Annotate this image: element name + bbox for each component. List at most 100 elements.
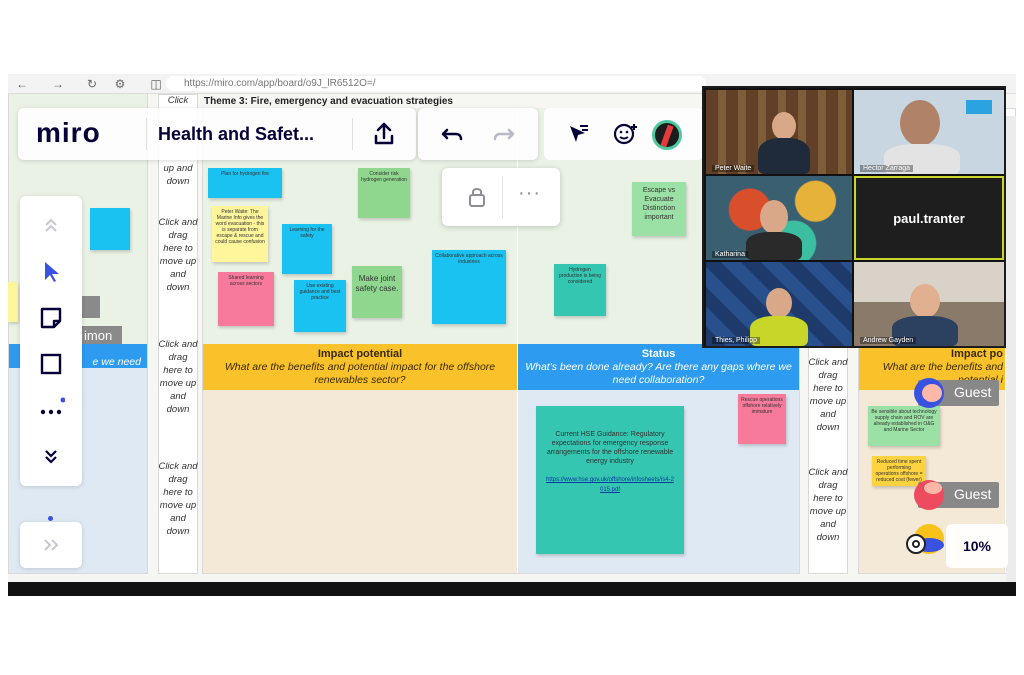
object-action-bar: ··· [442, 168, 560, 226]
sticky-note[interactable]: Reduced time spent performing operations… [872, 456, 926, 486]
hse-guidance-sticky[interactable]: Current HSE Guidance: Regulatory expecta… [536, 406, 684, 554]
miro-logo[interactable]: miro [36, 117, 101, 148]
participant-name-large: paul.tranter [893, 210, 965, 226]
click-drag-label: Click and drag here to move up and down [158, 339, 198, 415]
participant-head [760, 200, 788, 234]
sticky-note[interactable]: Use existing guidance and best practice [294, 280, 346, 332]
chevron-up-icon[interactable] [37, 212, 65, 240]
toolbar-divider [502, 176, 503, 218]
forward-arrow-icon[interactable]: → [52, 77, 64, 91]
status-question: What's been done already? Are there any … [525, 361, 792, 386]
cursor-follow-icon[interactable] [564, 120, 592, 148]
address-bar[interactable]: https://miro.com/app/board/o9J_lR6512O=/ [166, 76, 706, 91]
chevron-right-double-icon [44, 539, 59, 551]
undo-icon[interactable] [438, 120, 466, 148]
participant-name: Andrew Gayden [860, 337, 917, 344]
video-tile[interactable]: Peter Waite [706, 90, 852, 174]
participant-head [900, 100, 940, 146]
notification-dot [48, 516, 53, 521]
miro-left-toolbar [20, 196, 82, 486]
impact-potential-question: What are the benefits and potential impa… [224, 361, 496, 386]
sticky-note[interactable] [90, 208, 130, 250]
expand-panel-button[interactable] [20, 522, 82, 568]
collaboration-toolbar [544, 108, 704, 160]
more-tools-icon[interactable] [37, 396, 65, 424]
participant-body [750, 316, 808, 346]
video-tile[interactable]: Katharina [706, 176, 852, 260]
participant-head [772, 112, 796, 140]
zoom-level-indicator[interactable]: 10% [946, 524, 1008, 568]
miro-top-toolbar: miro Health and Safet... [18, 108, 416, 160]
click-drag-label: up and down [163, 163, 193, 187]
impact-body-area [203, 390, 517, 573]
impact-potential-title: Impact potential [317, 348, 403, 360]
sticky-note[interactable] [8, 282, 18, 322]
left-column-question: e we need [92, 356, 141, 368]
app-icon[interactable]: ◫ [150, 77, 162, 91]
sticky-note[interactable]: Plan for hydrogen fire [208, 168, 282, 198]
sticky-note[interactable]: Hydrogen production is being considered [554, 264, 606, 316]
impact-potential-title-right: Impact po [951, 348, 1003, 360]
scroll-handle-column[interactable] [158, 94, 198, 574]
refresh-icon[interactable]: ↻ [86, 77, 98, 91]
click-drag-label: Click and drag here to move up and down [158, 461, 198, 537]
board-name[interactable]: Health and Safet... [158, 124, 315, 144]
lock-icon[interactable] [464, 184, 490, 210]
upload-share-icon[interactable] [370, 120, 398, 148]
logo-sticker [966, 100, 992, 114]
redo-icon[interactable] [490, 120, 518, 148]
video-tile[interactable]: Hector Zarraga [854, 90, 1004, 174]
cursor-label: imon [80, 326, 122, 348]
rescue-operations-sticky[interactable]: Rescue operations offshore relatively im… [738, 394, 786, 444]
click-drag-label: Click and drag here to move up and down [808, 467, 848, 543]
video-call-panel: Peter Waite Hector Zarraga Katharina pau… [702, 86, 1006, 348]
participant-name: Peter Waite [712, 165, 755, 172]
sticky-note[interactable]: Consider risk hydrogen generation [358, 168, 410, 218]
chevron-down-icon[interactable] [37, 442, 65, 470]
hse-guidance-link[interactable]: https://www.hse.gov.uk/offshore/infoshee… [546, 477, 674, 493]
undo-redo-bar [418, 108, 538, 160]
toolbar-divider [352, 118, 353, 150]
video-tile[interactable]: Thies, Philipp [706, 262, 852, 346]
participant-name: Katharina [712, 251, 748, 258]
participant-head [910, 284, 940, 318]
sticky-note[interactable]: Escape vs Evacuate Distinction important [632, 182, 686, 236]
sticky-note[interactable]: Collaborative approach across industries [432, 250, 506, 324]
sticky-note[interactable]: Be sensible about technology supply chai… [868, 406, 940, 446]
participant-name: Hector Zarraga [860, 165, 914, 172]
status-header: Status What's been done already? Are the… [518, 344, 799, 390]
video-tile[interactable]: paul.tranter [854, 176, 1004, 260]
bottom-taskbar-strip [8, 582, 1016, 596]
participant-body [892, 316, 958, 346]
back-arrow-icon[interactable]: ← [16, 77, 28, 91]
screenshot-frame: ← → ↻ ⚙ ◫ https://miro.com/app/board/o9J… [8, 74, 1016, 596]
vertical-scrollbar[interactable] [1006, 116, 1016, 596]
participant-body [746, 232, 802, 260]
sticky-note-icon[interactable] [37, 304, 65, 332]
participant-body [758, 138, 810, 174]
click-drag-label: Click and drag here to move up and down [808, 357, 848, 433]
shape-square-icon[interactable] [37, 350, 65, 378]
more-options-icon[interactable]: ··· [518, 182, 541, 204]
sticky-note[interactable]: Learning for the safety [282, 224, 332, 274]
video-tile[interactable]: Andrew Gayden [854, 262, 1004, 346]
extension-icon[interactable]: ⚙ [114, 77, 126, 91]
sticky-note[interactable]: Shared learning across sectors [218, 272, 274, 326]
click-drag-label: Click [167, 95, 189, 106]
guest-avatar-icon [914, 378, 944, 408]
select-cursor-icon[interactable] [37, 258, 65, 286]
participant-head [766, 288, 792, 318]
reaction-add-icon[interactable] [612, 120, 640, 148]
participant-body [884, 144, 960, 174]
help-ring-icon[interactable] [906, 534, 926, 554]
guest-avatar-icon [914, 480, 944, 510]
user-avatar[interactable] [652, 120, 682, 150]
participant-name: Thies, Philipp [712, 337, 761, 344]
sticky-note[interactable]: Peter Waite: The Marine Info gives the w… [212, 206, 268, 262]
hse-guidance-text: Current HSE Guidance: Regulatory expecta… [546, 431, 674, 465]
theme-title: Theme 3: Fire, emergency and evacuation … [204, 96, 453, 107]
sticky-note[interactable]: Make joint safety case. [352, 266, 402, 318]
click-drag-label: Click and drag here to move up and down [158, 217, 198, 293]
toolbar-divider [146, 118, 147, 150]
